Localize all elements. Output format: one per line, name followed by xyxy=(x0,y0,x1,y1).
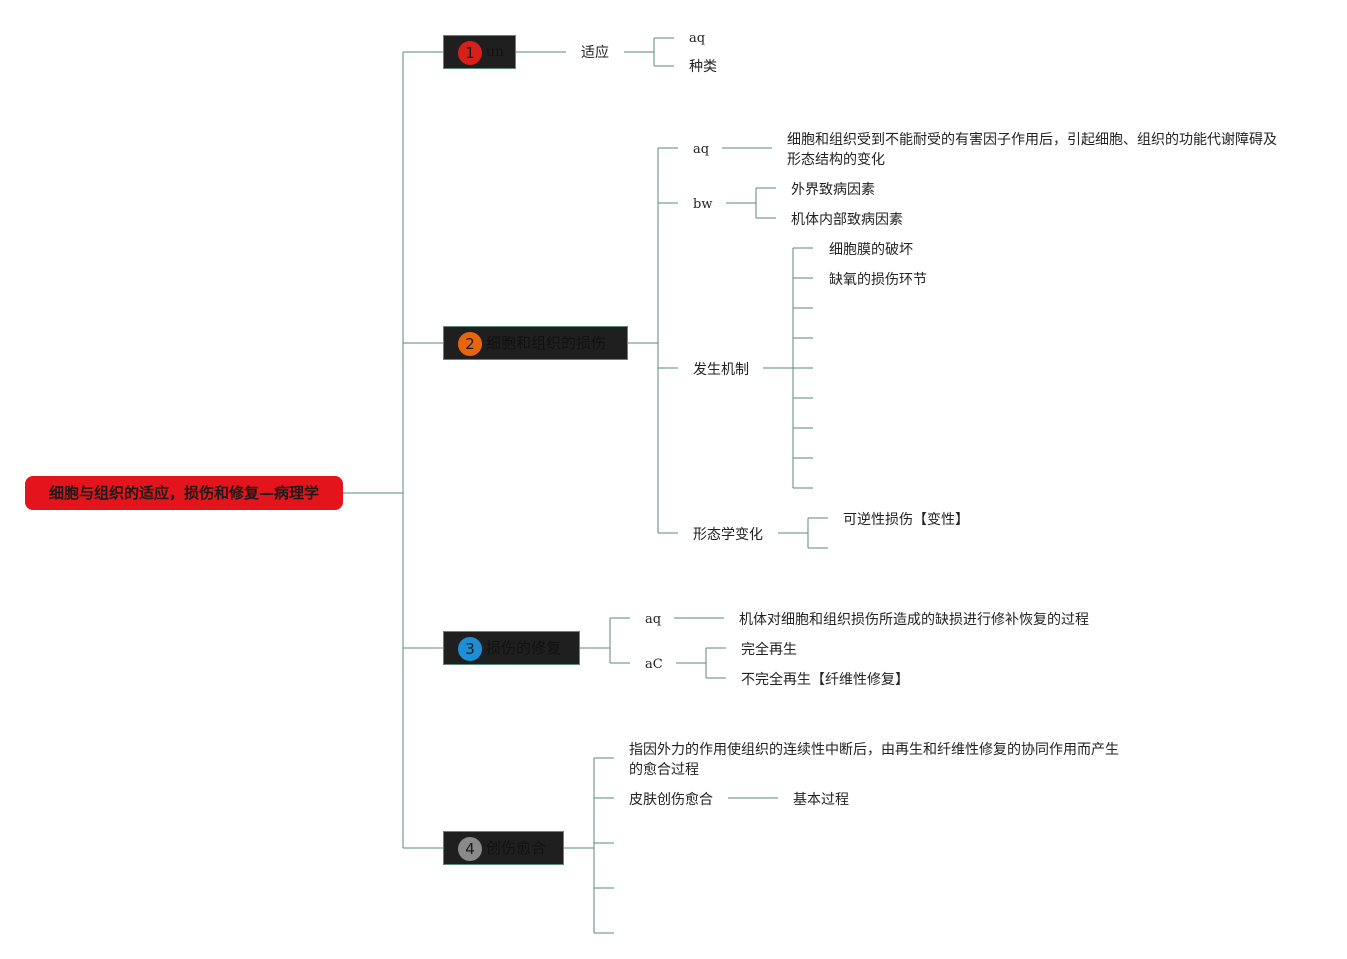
node-definition[interactable]: aq xyxy=(689,31,706,46)
topic-number-badge: 3 xyxy=(458,637,482,661)
node-reversible-injury[interactable]: 可逆性损伤【变性】 xyxy=(843,512,969,528)
subtopic-mechanism[interactable]: 发生机制 xyxy=(693,362,749,378)
subtopic-definition[interactable]: aq xyxy=(645,612,662,627)
root-topic-label: 细胞与组织的适应，损伤和修复—病理学 xyxy=(48,484,319,502)
node-repair-definition[interactable]: 机体对细胞和组织损伤所造成的缺损进行修补恢复的过程 xyxy=(739,612,1089,628)
node-complete-regeneration[interactable]: 完全再生 xyxy=(741,642,797,658)
root-topic[interactable]: 细胞与组织的适应，损伤和修复—病理学 xyxy=(25,476,343,510)
node-injury-definition[interactable]: 细胞和组织受到不能耐受的有害因子作用后，引起细胞、组织的功能代谢障碍及形态结构的… xyxy=(787,132,1277,168)
topic-number-badge: 2 xyxy=(458,332,482,356)
node-incomplete-regeneration[interactable]: 不完全再生【纤维性修复】 xyxy=(741,672,909,688)
topic-2[interactable]: 2 细胞和组织的损伤 xyxy=(443,326,628,360)
topic-label: un xyxy=(486,44,505,60)
node-basic-process[interactable]: 基本过程 xyxy=(793,792,849,808)
subtopic-morphology[interactable]: 形态学变化 xyxy=(693,527,763,543)
node-external-factors[interactable]: 外界致病因素 xyxy=(791,182,875,198)
node-types[interactable]: 种类 xyxy=(689,59,717,75)
subtopic-definition[interactable]: aq xyxy=(693,142,710,157)
subtopic-classification[interactable]: aC xyxy=(645,657,663,672)
topic-label: 创伤愈合 xyxy=(486,839,547,857)
node-membrane-damage[interactable]: 细胞膜的破坏 xyxy=(829,242,913,258)
topic-3[interactable]: 3 损伤的修复 xyxy=(443,631,580,665)
topic-number-badge: 1 xyxy=(458,41,482,65)
topic-number-badge: 4 xyxy=(458,837,482,861)
subtopic-skin-wound-healing[interactable]: 皮肤创伤愈合 xyxy=(629,792,713,808)
topic-1[interactable]: 1 un xyxy=(443,35,516,69)
node-wound-healing-definition[interactable]: 指因外力的作用使组织的连续性中断后，由再生和纤维性修复的协同作用而产生的愈合过程 xyxy=(629,742,1119,778)
topic-4[interactable]: 4 创伤愈合 xyxy=(443,831,564,865)
topic-label: 细胞和组织的损伤 xyxy=(486,334,607,352)
node-hypoxia-injury[interactable]: 缺氧的损伤环节 xyxy=(829,272,927,288)
topic-label: 损伤的修复 xyxy=(486,639,562,657)
node-internal-factors[interactable]: 机体内部致病因素 xyxy=(791,212,903,228)
subtopic-causes[interactable]: bw xyxy=(693,197,713,212)
subtopic-adaptation[interactable]: 适应 xyxy=(581,45,609,61)
